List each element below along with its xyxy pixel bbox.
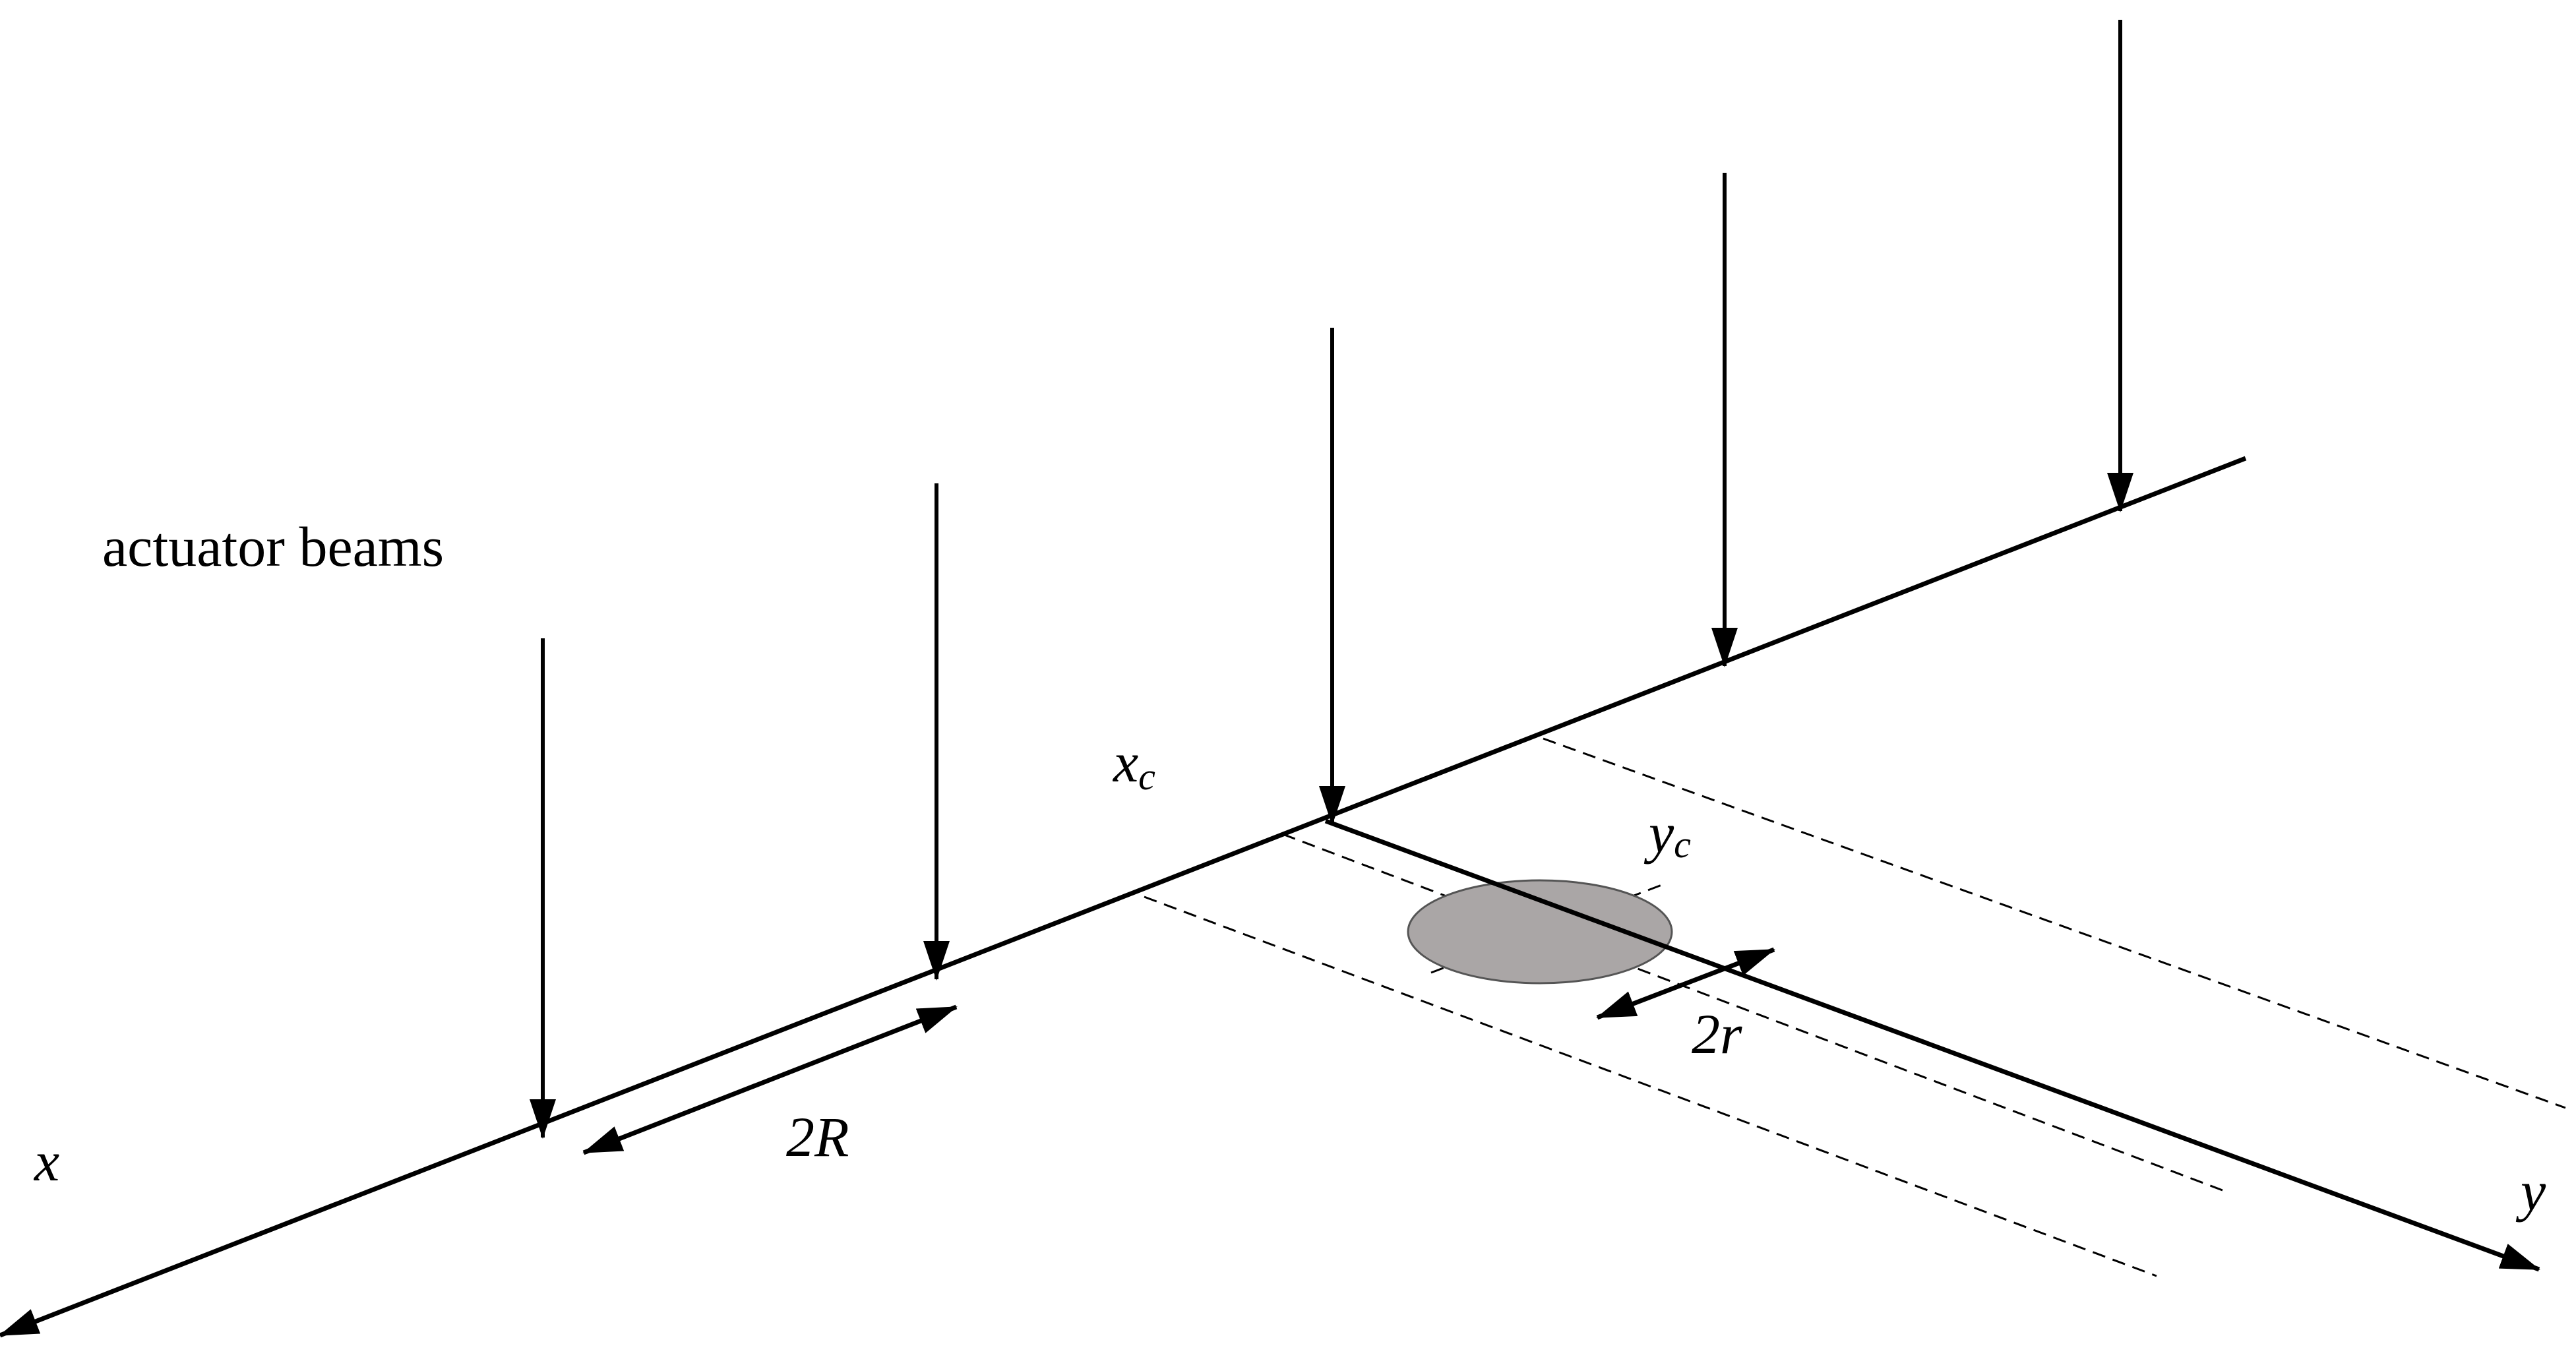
xc-label: xc	[1112, 731, 1155, 798]
y-axis-line	[1324, 818, 2540, 1272]
dimension-arrow-2R	[582, 1004, 958, 1155]
xc-label-base: x	[1112, 731, 1138, 794]
yc-label-base: y	[1643, 801, 1674, 865]
y-axis-label: y	[2515, 1159, 2546, 1223]
actuator-beams-label: actuator beams	[102, 515, 444, 578]
actuator-beams	[530, 20, 2133, 1139]
yc-label: yc	[1643, 801, 1691, 866]
dashed-guide-lines	[1144, 737, 2566, 1277]
x-axis-label: x	[33, 1130, 59, 1193]
two-r-label: 2r	[1692, 1002, 1742, 1066]
dashed-line-upper	[1543, 737, 2566, 1109]
x-axis-line	[0, 456, 2247, 1338]
focal-spot-ellipse	[1407, 879, 1673, 985]
dimension-arrow-2r	[1596, 947, 1775, 1020]
two-R-label: 2R	[786, 1105, 849, 1169]
dashed-line-middle	[1282, 833, 2223, 1192]
yc-label-subscript: c	[1674, 823, 1691, 866]
dashed-line-lower	[1144, 896, 2157, 1277]
xc-label-subscript: c	[1138, 755, 1155, 798]
